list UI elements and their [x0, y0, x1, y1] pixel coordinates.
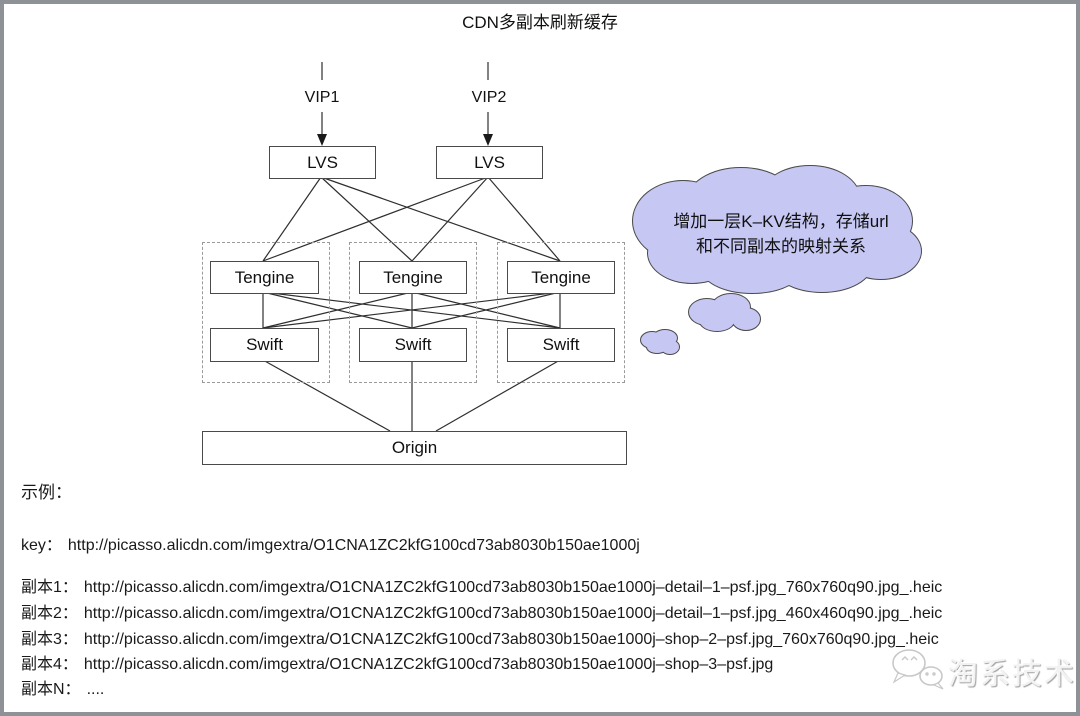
swift-node-2: Swift [359, 328, 467, 362]
cloud-note-line1: 增加一层K–KV结构，存储url [673, 212, 889, 231]
replica-2-label: 副本2： [21, 605, 78, 622]
cloud-note: 增加一层K–KV结构，存储url 和不同副本的映射关系 [646, 209, 916, 259]
replica-row-2: 副本2： http://picasso.alicdn.com/imgextra/… [21, 599, 942, 623]
replica-1-url: http://picasso.alicdn.com/imgextra/O1CNA… [83, 579, 943, 596]
replica-row-4: 副本4： http://picasso.alicdn.com/imgextra/… [21, 650, 773, 674]
tengine-node-2: Tengine [359, 261, 467, 294]
replica-row-1: 副本1： http://picasso.alicdn.com/imgextra/… [21, 573, 942, 597]
arrowhead-icon [317, 134, 493, 146]
replica-4-url: http://picasso.alicdn.com/imgextra/O1CNA… [83, 656, 774, 673]
vip2-label: VIP2 [471, 89, 507, 106]
replica-row-n: 副本N： .... [21, 675, 104, 699]
origin-node: Origin [202, 431, 627, 465]
swift-node-3: Swift [507, 328, 615, 362]
key-value: http://picasso.alicdn.com/imgextra/O1CNA… [67, 537, 640, 554]
key-label: key： [21, 537, 62, 554]
replica-4-label: 副本4： [21, 656, 78, 673]
swift-node-1: Swift [210, 328, 319, 362]
replica-3-label: 副本3： [21, 631, 78, 648]
replica-3-url: http://picasso.alicdn.com/imgextra/O1CNA… [83, 631, 939, 648]
vip1-label: VIP1 [304, 89, 340, 106]
watermark-text: 淘系技术 [948, 658, 1076, 691]
lvs-node-2: LVS [436, 146, 543, 179]
cloud-note-line2: 和不同副本的映射关系 [696, 237, 866, 256]
diagram-title: CDN多副本刷新缓存 [462, 13, 618, 32]
replica-n-label: 副本N： [21, 681, 81, 698]
lvs-node-1: LVS [269, 146, 376, 179]
replica-1-label: 副本1： [21, 579, 78, 596]
tengine-node-3: Tengine [507, 261, 615, 294]
tengine-node-1: Tengine [210, 261, 319, 294]
replica-2-url: http://picasso.alicdn.com/imgextra/O1CNA… [83, 605, 943, 622]
replica-row-3: 副本3： http://picasso.alicdn.com/imgextra/… [21, 625, 939, 649]
example-heading: 示例： [21, 483, 72, 502]
replica-n-url: .... [86, 681, 105, 698]
example-key-row: key： http://picasso.alicdn.com/imgextra/… [21, 531, 640, 555]
